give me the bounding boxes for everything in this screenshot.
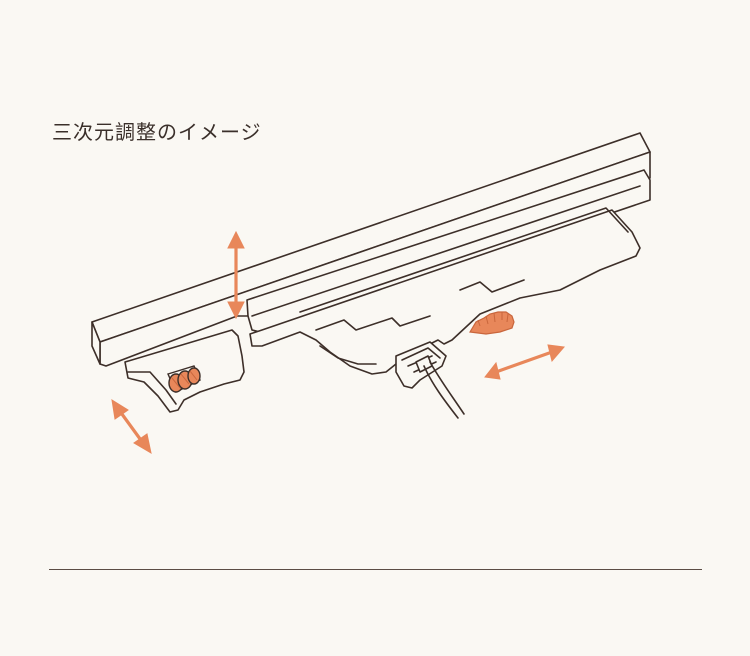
adjustment-gear-icon [469, 311, 515, 335]
diagonal-arrow-left-icon [111, 398, 152, 455]
carriage-slot [315, 315, 431, 331]
carriage-upper-edge [251, 185, 641, 317]
carriage-slot-2 [459, 279, 525, 293]
cord [423, 361, 465, 419]
page-title: 三次元調整のイメージ [52, 120, 262, 144]
bottom-divider [49, 569, 702, 570]
carriage-inner-line [299, 207, 629, 313]
diagonal-arrow-right-icon [484, 344, 565, 380]
left-bracket-edge [127, 371, 177, 405]
rail-end-face [91, 321, 101, 365]
three-dimensional-adjustment-illustration [91, 132, 651, 455]
carriage-underside [319, 345, 377, 365]
up-down-arrow-icon [227, 230, 245, 320]
adjustment-dial-icon [167, 365, 201, 393]
